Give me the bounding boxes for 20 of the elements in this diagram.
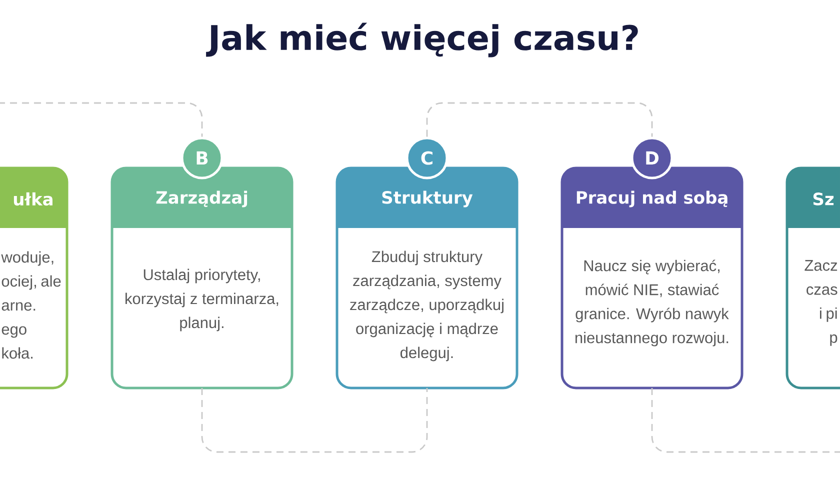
connector-line (651, 388, 840, 453)
title: Jak mieć więcej czasu? (206, 22, 638, 58)
card (560, 166, 744, 390)
card-text: Zacz czas i pi p (804, 260, 838, 346)
letter-badge: B (180, 136, 224, 180)
connector-line (426, 102, 653, 137)
card-header: Sz (787, 168, 840, 228)
card-text: Ustalaj priorytety, korzystaj z terminarza, planuj. (126, 268, 278, 332)
card-text: Zbuduj struktury zarządzania, systemy zarządcze, uporządkuj organizację i mądrze deleguj. (350, 250, 504, 362)
card (0, 166, 68, 390)
card-text: Naucz się wybierać, mówić NIE, stawiać granice. Wyrób nawyk nieustannego rozwoju. (576, 260, 729, 346)
card (786, 166, 840, 390)
connector-line (201, 388, 428, 453)
letter-badge: D (630, 136, 674, 180)
connector-line (0, 102, 203, 137)
card (110, 166, 294, 390)
card-header: ułka (0, 168, 67, 228)
letter-badge: C (406, 136, 448, 180)
card (336, 166, 518, 390)
card-text: woduje, ociej, ale arne. ego koła. (1, 251, 61, 359)
